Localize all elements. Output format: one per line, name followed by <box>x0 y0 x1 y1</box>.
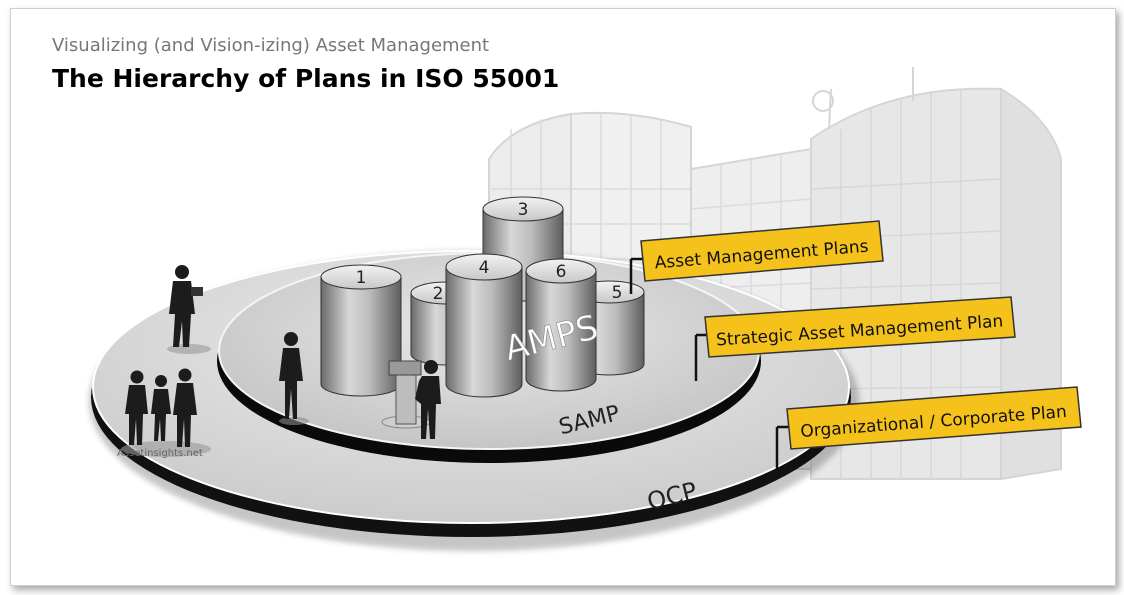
amps-cylinders: 3 1 2 5 6 <box>320 196 645 398</box>
cylinder-label-2: 2 <box>433 284 444 304</box>
person-icon <box>167 265 211 354</box>
cylinder-4: 4 <box>445 253 523 398</box>
cylinder-1: 1 <box>320 264 402 397</box>
person-group-icon <box>121 368 211 457</box>
people-silhouettes <box>121 265 441 457</box>
slide-subtitle: Visualizing (and Vision-izing) Asset Man… <box>52 35 490 56</box>
kiosk-icon <box>381 360 431 429</box>
hierarchy-diagram: 3 1 2 5 6 <box>89 67 1082 551</box>
callout-samp: Strategic Asset Management Plan <box>694 296 1016 381</box>
person-icon <box>415 360 441 439</box>
slide-title: The Hierarchy of Plans in ISO 55001 <box>52 64 560 93</box>
cylinder-6: 6 <box>525 258 597 392</box>
cylinder-label-4: 4 <box>479 258 490 278</box>
cylinder-label-5: 5 <box>612 283 623 303</box>
cylinder-label-6: 6 <box>556 262 567 282</box>
cylinder-label-3: 3 <box>518 200 529 220</box>
watermark-text: Assetinsights.net <box>117 448 203 459</box>
callout-amp: Asset Management Plans <box>629 220 884 294</box>
cylinder-label-1: 1 <box>356 268 367 288</box>
slide-frame: Visualizing (and Vision-izing) Asset Man… <box>10 8 1116 586</box>
person-icon <box>279 332 309 425</box>
